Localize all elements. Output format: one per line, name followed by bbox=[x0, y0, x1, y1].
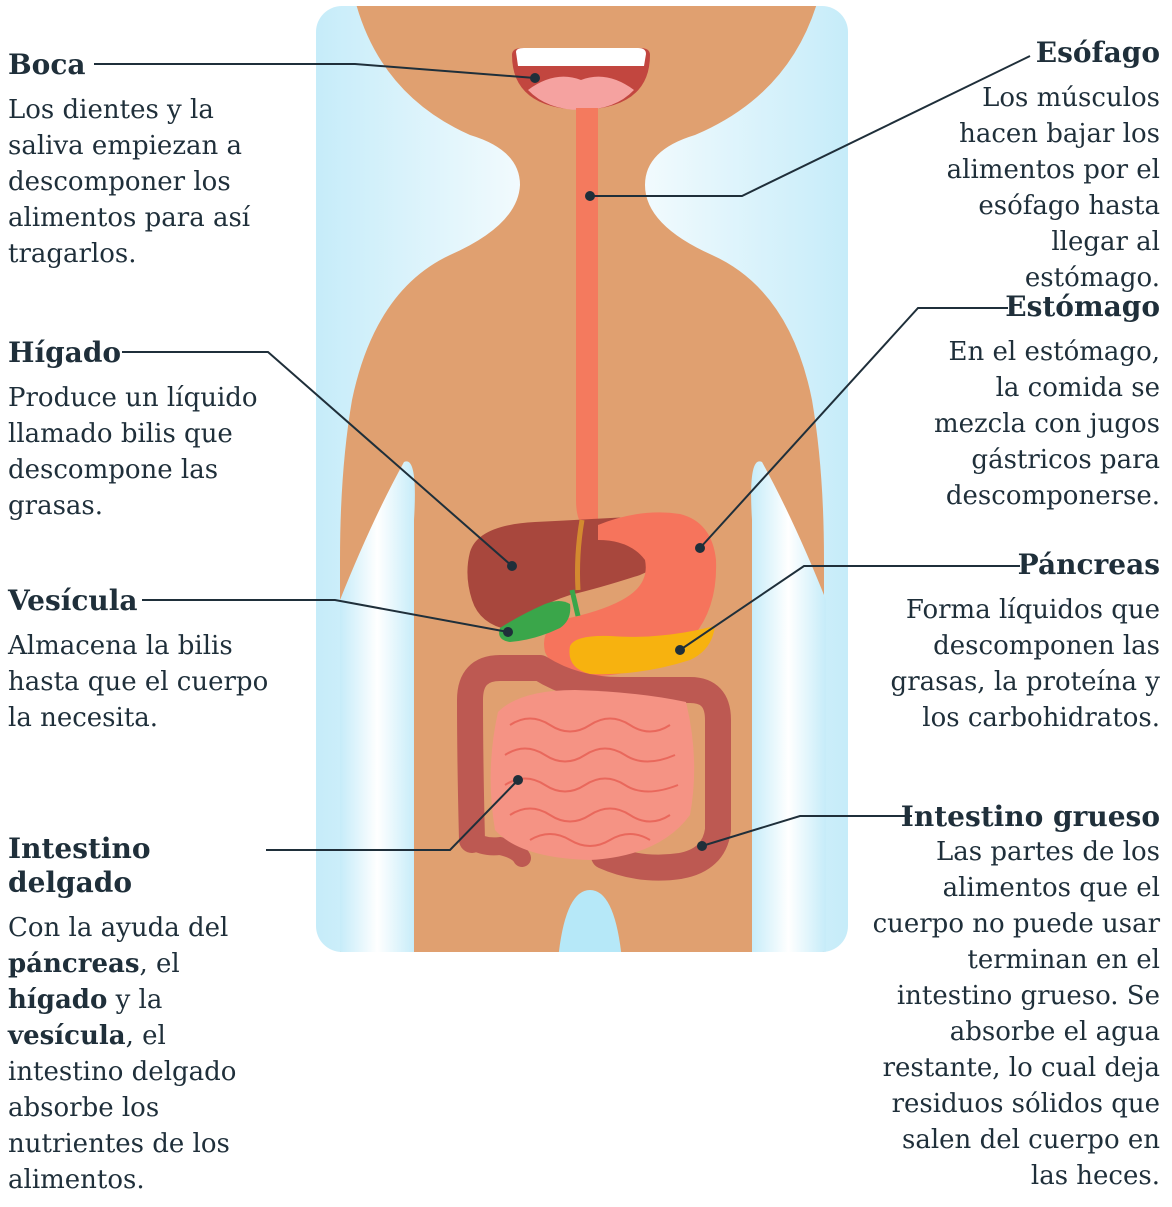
label-intestino-grueso-title: Intestino grueso bbox=[860, 800, 1160, 834]
label-pancreas: Páncreas Forma líquidos que descomponen … bbox=[862, 548, 1160, 736]
bold-higado: hígado bbox=[8, 985, 107, 1015]
label-vesicula-text: Almacena la bilis hasta que el cuerpo la… bbox=[8, 628, 288, 736]
label-estomago-title: Estómago bbox=[872, 290, 1160, 324]
label-intestino-grueso-text: Las partes de los alimentos que el cuerp… bbox=[860, 834, 1160, 1194]
label-vesicula-title: Vesícula bbox=[8, 584, 288, 618]
label-higado-text: Produce un líquido llamado bilis que des… bbox=[8, 380, 283, 524]
label-esofago-text: Los músculos hacen bajar los alimentos p… bbox=[872, 80, 1160, 296]
label-esofago: Esófago Los músculos hacen bajar los ali… bbox=[872, 36, 1160, 296]
leader-dot-boca bbox=[531, 74, 539, 82]
leader-dot-intestino-delgado bbox=[514, 776, 522, 784]
label-boca: Boca Los dientes y la saliva empiezan a … bbox=[8, 48, 278, 272]
small-intestine bbox=[491, 690, 695, 860]
label-boca-title: Boca bbox=[8, 48, 278, 82]
bold-pancreas: páncreas bbox=[8, 949, 140, 979]
label-boca-text: Los dientes y la saliva empiezan a desco… bbox=[8, 92, 278, 272]
leader-dot-esofago bbox=[586, 192, 594, 200]
leader-dot-pancreas bbox=[676, 646, 684, 654]
label-higado-title: Hígado bbox=[8, 336, 283, 370]
leader-dot-higado bbox=[508, 562, 516, 570]
leader-dot-intestino-grueso bbox=[698, 842, 706, 850]
label-intestino-delgado-text: Con la ayuda del páncreas, el hígado y l… bbox=[8, 910, 278, 1198]
bold-vesicula: vesícula bbox=[8, 1021, 126, 1051]
leader-dot-vesicula bbox=[504, 628, 512, 636]
label-higado: Hígado Produce un líquido llamado bilis … bbox=[8, 336, 283, 524]
label-pancreas-title: Páncreas bbox=[862, 548, 1160, 582]
esophagus bbox=[576, 108, 598, 528]
label-estomago-text: En el estómago, la comida se mezcla con … bbox=[872, 334, 1160, 514]
label-estomago: Estómago En el estómago, la comida se me… bbox=[872, 290, 1160, 514]
label-intestino-delgado: Intestino delgado Con la ayuda del páncr… bbox=[8, 832, 278, 1198]
label-intestino-delgado-title: Intestino delgado bbox=[8, 832, 278, 900]
label-pancreas-text: Forma líquidos que descomponen las grasa… bbox=[862, 592, 1160, 736]
label-vesicula: Vesícula Almacena la bilis hasta que el … bbox=[8, 584, 288, 736]
label-esofago-title: Esófago bbox=[872, 36, 1160, 70]
label-intestino-grueso: Intestino grueso Las partes de los alime… bbox=[860, 800, 1160, 1194]
leader-dot-estomago bbox=[696, 544, 704, 552]
